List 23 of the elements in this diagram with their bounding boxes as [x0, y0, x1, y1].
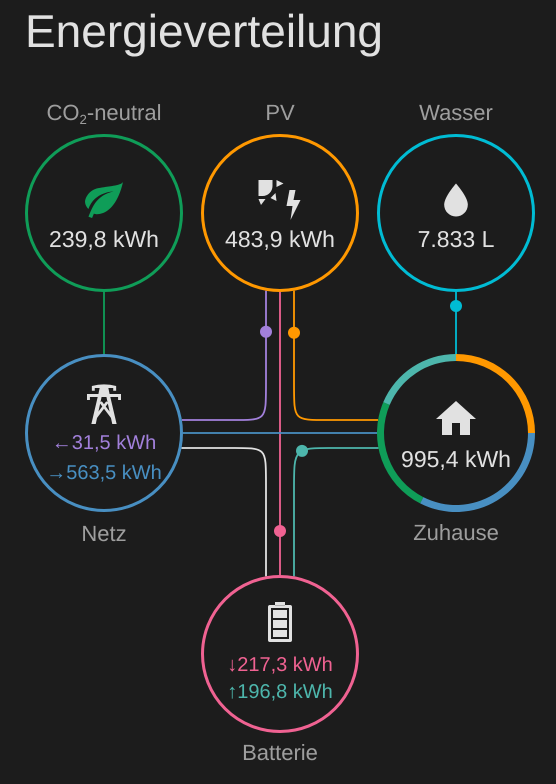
node-title: Netz [81, 520, 127, 548]
flow-line [279, 292, 281, 575]
flow-line [183, 432, 377, 434]
flow-line [182, 447, 267, 576]
energy-value: 7.833 L [418, 226, 494, 254]
energy-value: ↓217,3 kWh [227, 653, 333, 677]
node-title: CO$_{2}$-neutral [46, 100, 162, 126]
flow-line [293, 290, 378, 421]
flow-line [182, 290, 267, 421]
flow-line [103, 292, 105, 354]
energy-value: 483,9 kWh [225, 226, 335, 254]
flow-line [455, 292, 457, 354]
flow-line [293, 447, 378, 576]
energy-value: ←31,5 kWh [52, 431, 156, 455]
node-title: Wasser [419, 100, 493, 126]
node-title: Zuhause [413, 520, 499, 546]
node-title: Batterie [242, 740, 318, 766]
page-title: Energieverteilung [25, 5, 384, 58]
node-title: PV [265, 100, 295, 126]
energy-value: 239,8 kWh [49, 226, 159, 254]
energy-value: →563,5 kWh [46, 461, 162, 485]
energy-value: 995,4 kWh [401, 446, 511, 474]
energy-value: ↑196,8 kWh [227, 680, 333, 704]
